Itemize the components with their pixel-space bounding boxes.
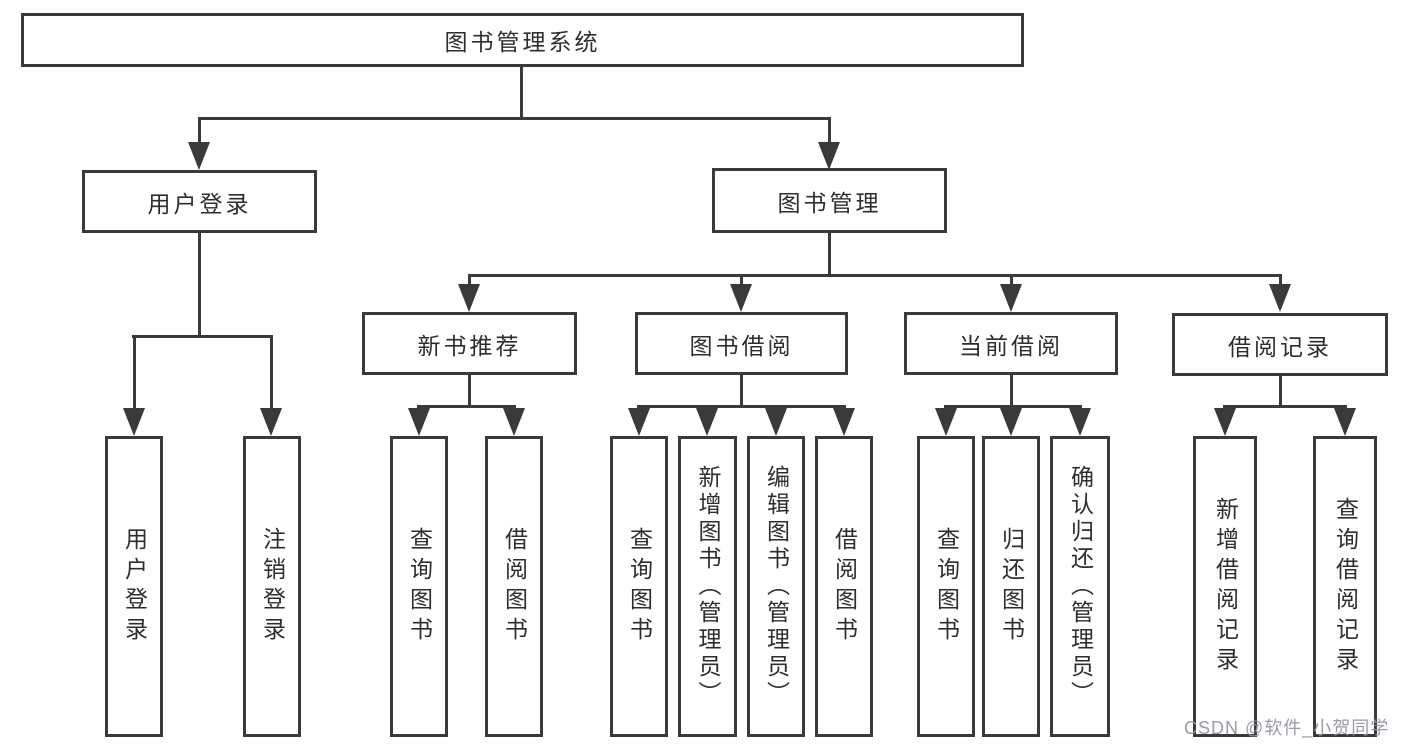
leaf-label: 用户登录 xyxy=(121,526,148,647)
node-label: 用户登录 xyxy=(147,190,252,217)
leaf-label: 新增借阅记录 xyxy=(1212,496,1239,677)
leaf-records-query-borrow-record: 查询借阅记录 xyxy=(1313,436,1377,737)
arrow-down-icon xyxy=(696,408,718,436)
node-book-management: 图书管理 xyxy=(712,168,947,233)
node-label: 图书管理系统 xyxy=(444,29,601,55)
arrow-down-icon xyxy=(503,408,525,436)
leaf-label: 归还图书 xyxy=(998,526,1025,647)
leaf-borrowing-borrow-books: 借阅图书 xyxy=(815,436,873,737)
leaf-label: 查询图书 xyxy=(933,526,960,647)
leaf-user-login: 用户登录 xyxy=(105,436,163,737)
arrow-down-icon xyxy=(188,142,210,170)
connector-line xyxy=(1279,374,1282,408)
node-label: 借阅记录 xyxy=(1228,333,1332,360)
connector-line xyxy=(637,405,846,408)
connector-line xyxy=(828,231,831,277)
connector-line xyxy=(133,335,136,411)
arrow-down-icon xyxy=(123,408,145,436)
leaf-recommend-borrow-books: 借阅图书 xyxy=(485,436,543,737)
connector-line xyxy=(198,231,201,338)
arrow-down-icon xyxy=(1000,408,1022,436)
leaf-current-return-books: 归还图书 xyxy=(982,436,1040,737)
connector-line xyxy=(1279,274,1282,286)
leaf-label: 注销登录 xyxy=(259,526,286,647)
leaf-logout: 注销登录 xyxy=(243,436,301,737)
node-borrowing-records: 借阅记录 xyxy=(1172,313,1388,376)
connector-line xyxy=(468,274,471,286)
connector-line xyxy=(740,274,743,286)
leaf-borrowing-add-books-admin: 新增图书（管理员） xyxy=(678,436,737,737)
node-user-login: 用户登录 xyxy=(82,170,317,233)
node-label: 图书借阅 xyxy=(689,332,794,359)
leaf-recommend-query-books: 查询图书 xyxy=(390,436,448,737)
arrow-down-icon xyxy=(458,284,480,312)
leaf-label: 查询借阅记录 xyxy=(1332,496,1359,677)
arrow-down-icon xyxy=(818,142,840,170)
connector-line xyxy=(468,274,1282,277)
node-label: 新书推荐 xyxy=(417,332,522,359)
connector-line xyxy=(944,405,1082,408)
leaf-label: 查询图书 xyxy=(406,526,433,647)
leaf-label: 新增图书（管理员） xyxy=(695,465,721,708)
leaf-label: 查询图书 xyxy=(626,526,653,647)
connector-line xyxy=(132,335,273,338)
arrow-down-icon xyxy=(1214,408,1236,436)
leaf-current-confirm-return-admin: 确认归还（管理员） xyxy=(1050,436,1110,737)
node-book-borrowing: 图书借阅 xyxy=(635,312,848,375)
node-new-book-recommendation: 新书推荐 xyxy=(362,312,577,375)
arrow-down-icon xyxy=(730,284,752,312)
arrow-down-icon xyxy=(628,408,650,436)
csdn-watermark: CSDN @软件_小贺同学 xyxy=(1184,718,1390,738)
leaf-label: 借阅图书 xyxy=(831,526,858,647)
connector-line xyxy=(1010,373,1013,408)
leaf-records-add-borrow-record: 新增借阅记录 xyxy=(1193,436,1257,737)
connector-line xyxy=(198,117,201,145)
connector-line xyxy=(520,65,523,120)
connector-line xyxy=(270,335,273,411)
leaf-label: 借阅图书 xyxy=(501,526,528,647)
leaf-borrowing-query-books: 查询图书 xyxy=(610,436,668,737)
connector-line xyxy=(1010,274,1013,286)
leaf-current-query-books: 查询图书 xyxy=(917,436,975,737)
leaf-borrowing-edit-books-admin: 编辑图书（管理员） xyxy=(747,436,805,737)
arrow-down-icon xyxy=(1069,408,1091,436)
arrow-down-icon xyxy=(408,408,430,436)
node-label: 当前借阅 xyxy=(959,332,1063,359)
node-label: 图书管理 xyxy=(777,189,882,216)
arrow-down-icon xyxy=(833,408,855,436)
leaf-label: 确认归还（管理员） xyxy=(1067,465,1094,708)
connector-line xyxy=(740,373,743,408)
arrow-down-icon xyxy=(260,408,282,436)
arrow-down-icon xyxy=(1269,284,1291,312)
connector-line xyxy=(468,373,471,408)
node-current-borrowing: 当前借阅 xyxy=(904,312,1118,375)
arrow-down-icon xyxy=(1334,408,1356,436)
node-library-management-system: 图书管理系统 xyxy=(21,13,1024,67)
connector-line xyxy=(417,405,516,408)
arrow-down-icon xyxy=(1000,284,1022,312)
connector-line xyxy=(828,117,831,145)
arrow-down-icon xyxy=(935,408,957,436)
connector-line xyxy=(198,117,831,120)
connector-line xyxy=(1223,405,1347,408)
arrow-down-icon xyxy=(765,408,787,436)
leaf-label: 编辑图书（管理员） xyxy=(763,465,790,708)
